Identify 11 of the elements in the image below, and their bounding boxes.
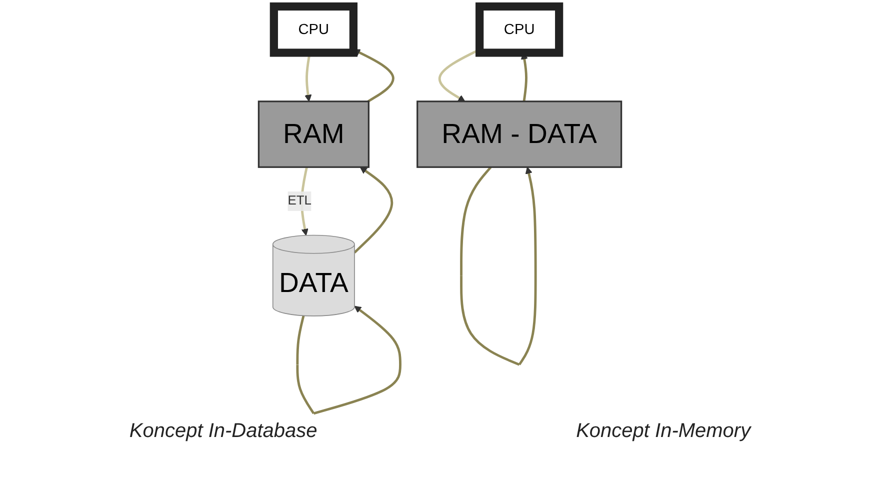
node-box: RAM xyxy=(258,100,370,168)
arrow xyxy=(460,166,537,366)
node-box: CPU xyxy=(476,2,564,57)
arrow xyxy=(300,166,308,236)
node-box: CPU xyxy=(270,2,358,57)
caption: Koncept In-Memory xyxy=(576,420,751,443)
arrow xyxy=(296,306,402,415)
node-box: RAM - DATA xyxy=(416,100,622,168)
arrow xyxy=(354,166,394,254)
caption: Koncept In-Database xyxy=(129,420,318,443)
edge-label: ETL xyxy=(288,194,312,208)
